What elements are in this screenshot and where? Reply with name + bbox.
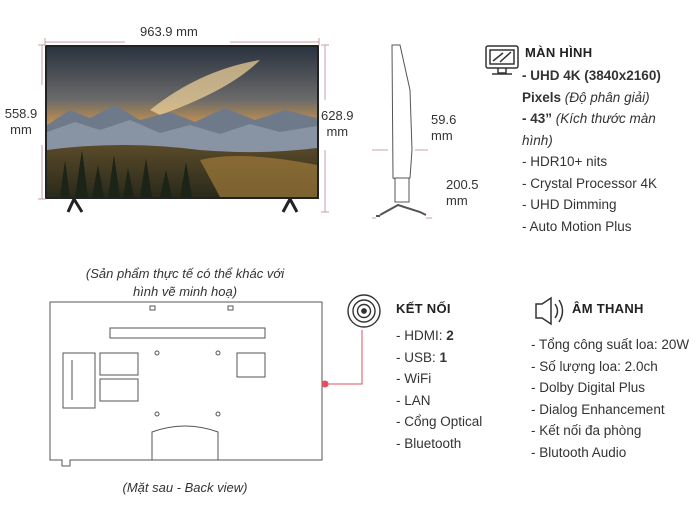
sound-list: - Tổng công suất loa: 20W - Số lượng loa… bbox=[531, 334, 689, 463]
sound-title: ÂM THANH bbox=[572, 301, 644, 316]
connectivity-title: KẾT NỐI bbox=[396, 301, 451, 316]
screen-size-value: - 43” bbox=[522, 111, 553, 126]
depth-label: 59.6 mm bbox=[431, 112, 456, 144]
connectivity-item-lan: - LAN bbox=[396, 392, 431, 408]
screen-size-caption-2: hình) bbox=[522, 132, 553, 148]
sound-item-power: - Tổng công suất loa: 20W bbox=[531, 337, 690, 352]
width-dimension-label: 963.9 mm bbox=[140, 24, 198, 39]
front-dimension-lines bbox=[38, 38, 329, 213]
screen-height-unit: mm bbox=[10, 122, 32, 137]
total-height-label: 628.9 mm bbox=[321, 108, 354, 140]
stand-depth-label: 200.5 mm bbox=[446, 177, 479, 209]
total-height-unit: mm bbox=[326, 124, 349, 139]
tv-stand-right bbox=[281, 198, 299, 213]
usb-count: 1 bbox=[439, 349, 448, 365]
spec-resolution: - UHD 4K (3840x2160) Pixels (Độ phân giả… bbox=[522, 65, 661, 108]
stand-depth-value: 200.5 bbox=[446, 177, 479, 192]
tv-front bbox=[45, 45, 319, 213]
sound-item-multiroom: - Kết nối đa phòng bbox=[531, 423, 642, 438]
screen-spec-title: MÀN HÌNH bbox=[525, 45, 593, 60]
tv-screen-image bbox=[47, 47, 317, 197]
disclaimer-line-2: hình vẽ minh hoạ) bbox=[132, 284, 238, 299]
screen-size-caption: (Kích thước màn bbox=[552, 111, 656, 126]
depth-value: 59.6 bbox=[431, 112, 457, 127]
wireless-signal-icon bbox=[347, 294, 381, 328]
speaker-icon bbox=[535, 296, 564, 326]
spec-hdr: - HDR10+ nits bbox=[522, 154, 608, 169]
disclaimer-note: (Sản phẩm thực tế có thể khác với hình v… bbox=[60, 265, 310, 301]
side-dimension-lines bbox=[372, 149, 432, 219]
screen-spec-list: - UHD 4K (3840x2160) Pixels (Độ phân giả… bbox=[522, 65, 661, 237]
sound-item-dialog: - Dialog Enhancement bbox=[531, 401, 665, 417]
connectivity-item-wifi: - WiFi bbox=[396, 371, 432, 386]
monitor-icon bbox=[485, 45, 519, 75]
connectivity-item-bluetooth: - Bluetooth bbox=[396, 435, 462, 451]
resolution-unit: Pixels bbox=[522, 89, 562, 105]
back-view-label: (Mặt sau - Back view) bbox=[122, 480, 248, 495]
total-height-value: 628.9 bbox=[321, 108, 354, 123]
connectivity-item-hdmi: - HDMI: 2 bbox=[396, 325, 482, 347]
sound-item-channels: - Số lượng loa: 2.0ch bbox=[531, 358, 658, 374]
tv-side-view bbox=[376, 44, 427, 217]
spec-motion: - Auto Motion Plus bbox=[522, 218, 632, 234]
spec-screen-size: - 43” (Kích thước màn hình) bbox=[522, 108, 661, 151]
tv-stand-left bbox=[66, 198, 84, 213]
connectivity-item-optical: - Cổng Optical bbox=[396, 414, 483, 429]
depth-unit: mm bbox=[431, 128, 453, 143]
sound-item-dolby: - Dolby Digital Plus bbox=[531, 380, 646, 395]
spec-dimming: - UHD Dimming bbox=[522, 197, 617, 212]
stand-depth-unit: mm bbox=[446, 193, 468, 208]
hdmi-label: - HDMI: bbox=[396, 328, 447, 343]
connectivity-list: - HDMI: 2 - USB: 1 - WiFi - LAN - Cổng O… bbox=[396, 325, 482, 454]
connection-leader-line bbox=[321, 330, 363, 388]
sound-item-bt-audio: - Blutooth Audio bbox=[531, 444, 627, 460]
screen-height-label: 558.9 mm bbox=[4, 106, 38, 138]
resolution-value: - UHD 4K (3840x2160) bbox=[522, 68, 661, 83]
usb-label: - USB: bbox=[396, 349, 440, 365]
disclaimer-line-1: (Sản phẩm thực tế có thể khác với bbox=[85, 266, 285, 281]
hdmi-count: 2 bbox=[446, 328, 454, 343]
spec-processor: - Crystal Processor 4K bbox=[522, 175, 658, 191]
resolution-caption: (Độ phân giải) bbox=[561, 89, 650, 105]
connectivity-item-usb: - USB: 1 bbox=[396, 347, 482, 369]
tv-back-view bbox=[49, 301, 323, 467]
screen-height-value: 558.9 bbox=[4, 106, 38, 121]
